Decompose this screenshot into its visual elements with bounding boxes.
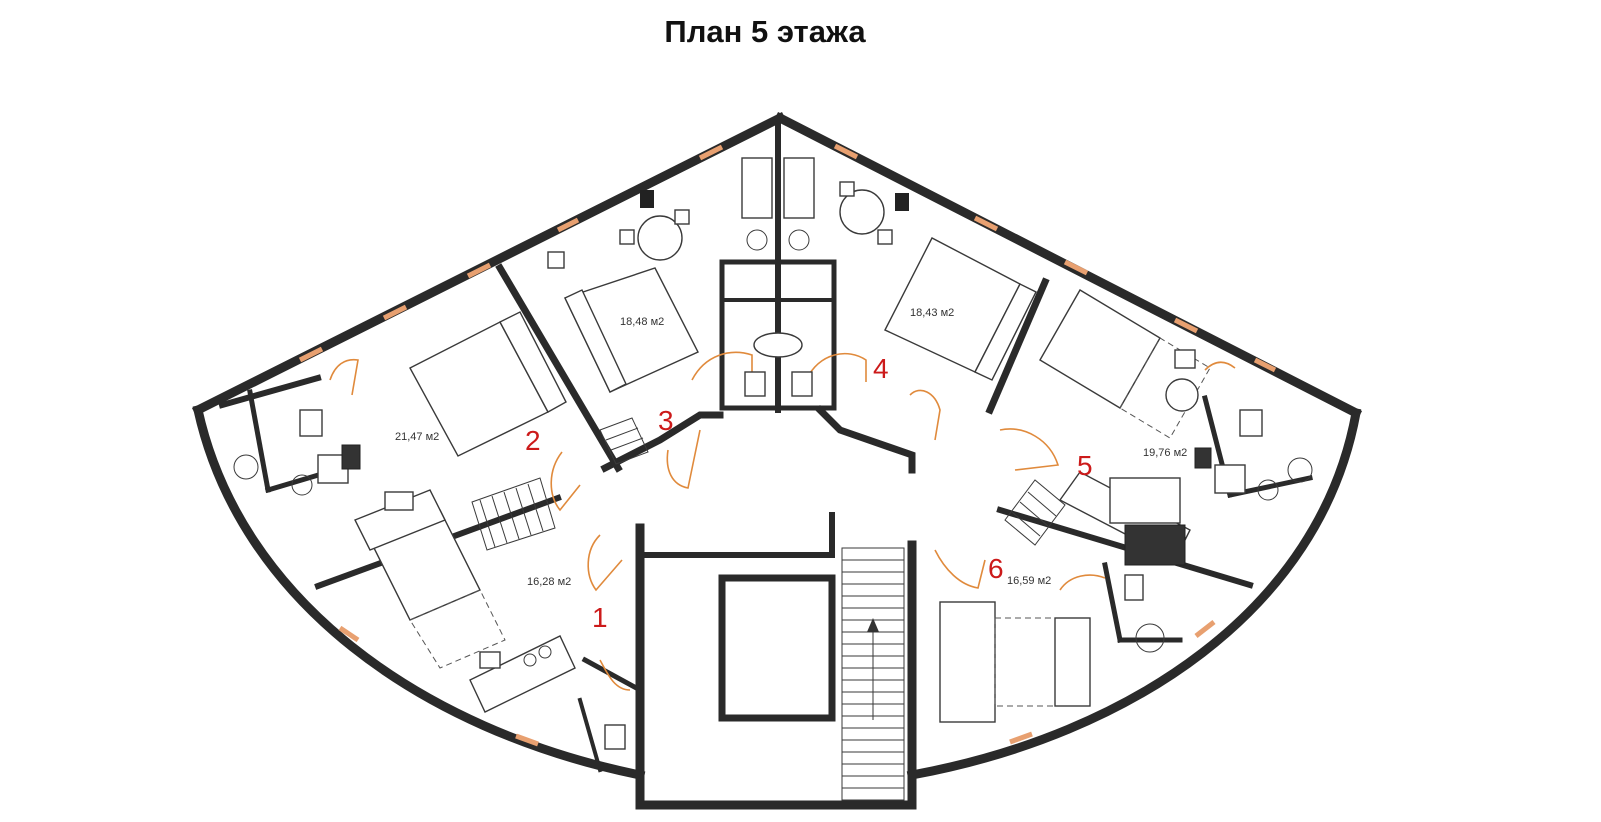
plan-title: План 5 этажа	[664, 14, 866, 49]
bed-apt4	[884, 237, 1037, 381]
apartment-number-1: 1	[592, 602, 608, 633]
area-label-apt6: 16,59 м2	[1007, 575, 1051, 587]
area-label-apt1: 16,28 м2	[527, 576, 571, 588]
furniture	[233, 157, 1313, 750]
area-label-apt3: 18,48 м2	[620, 316, 664, 328]
central-bathroom-fixtures	[741, 157, 815, 397]
area-labels: 16,28 м2 21,47 м2 18,48 м2 18,43 м2 19,7…	[395, 307, 1187, 588]
sofa-bed-apt5	[1039, 289, 1211, 439]
sofa-apt1	[354, 489, 506, 669]
door-arcs	[329, 351, 1236, 691]
bed-apt3	[564, 267, 699, 393]
bed-apt2	[409, 311, 567, 457]
main-staircase	[841, 547, 905, 801]
bathroom-fixtures-left	[233, 409, 361, 496]
dining-table-apt4	[839, 181, 893, 245]
column	[895, 193, 909, 211]
bathroom-fixtures-right	[604, 409, 1313, 750]
kitchen-apt1	[469, 635, 576, 713]
apartment-number-4: 4	[873, 353, 889, 384]
area-label-apt4: 18,43 м2	[910, 307, 954, 319]
apartment-number-2: 2	[525, 425, 541, 456]
apartment-number-3: 3	[658, 405, 674, 436]
apartment-number-6: 6	[988, 553, 1004, 584]
interior-walls	[218, 122, 1313, 783]
column	[640, 190, 654, 208]
internal-stairs	[471, 417, 1066, 551]
area-label-apt5: 19,76 м2	[1143, 447, 1187, 459]
bed-apt6	[939, 601, 1091, 723]
kitchen-apt5	[1058, 471, 1191, 601]
apartment-numbers: 1 2 3 4 5 6	[525, 353, 1093, 633]
apartment-number-5: 5	[1077, 450, 1093, 481]
windows	[298, 143, 1277, 747]
dining-table-apt3	[547, 209, 690, 269]
area-label-apt2: 21,47 м2	[395, 431, 439, 443]
